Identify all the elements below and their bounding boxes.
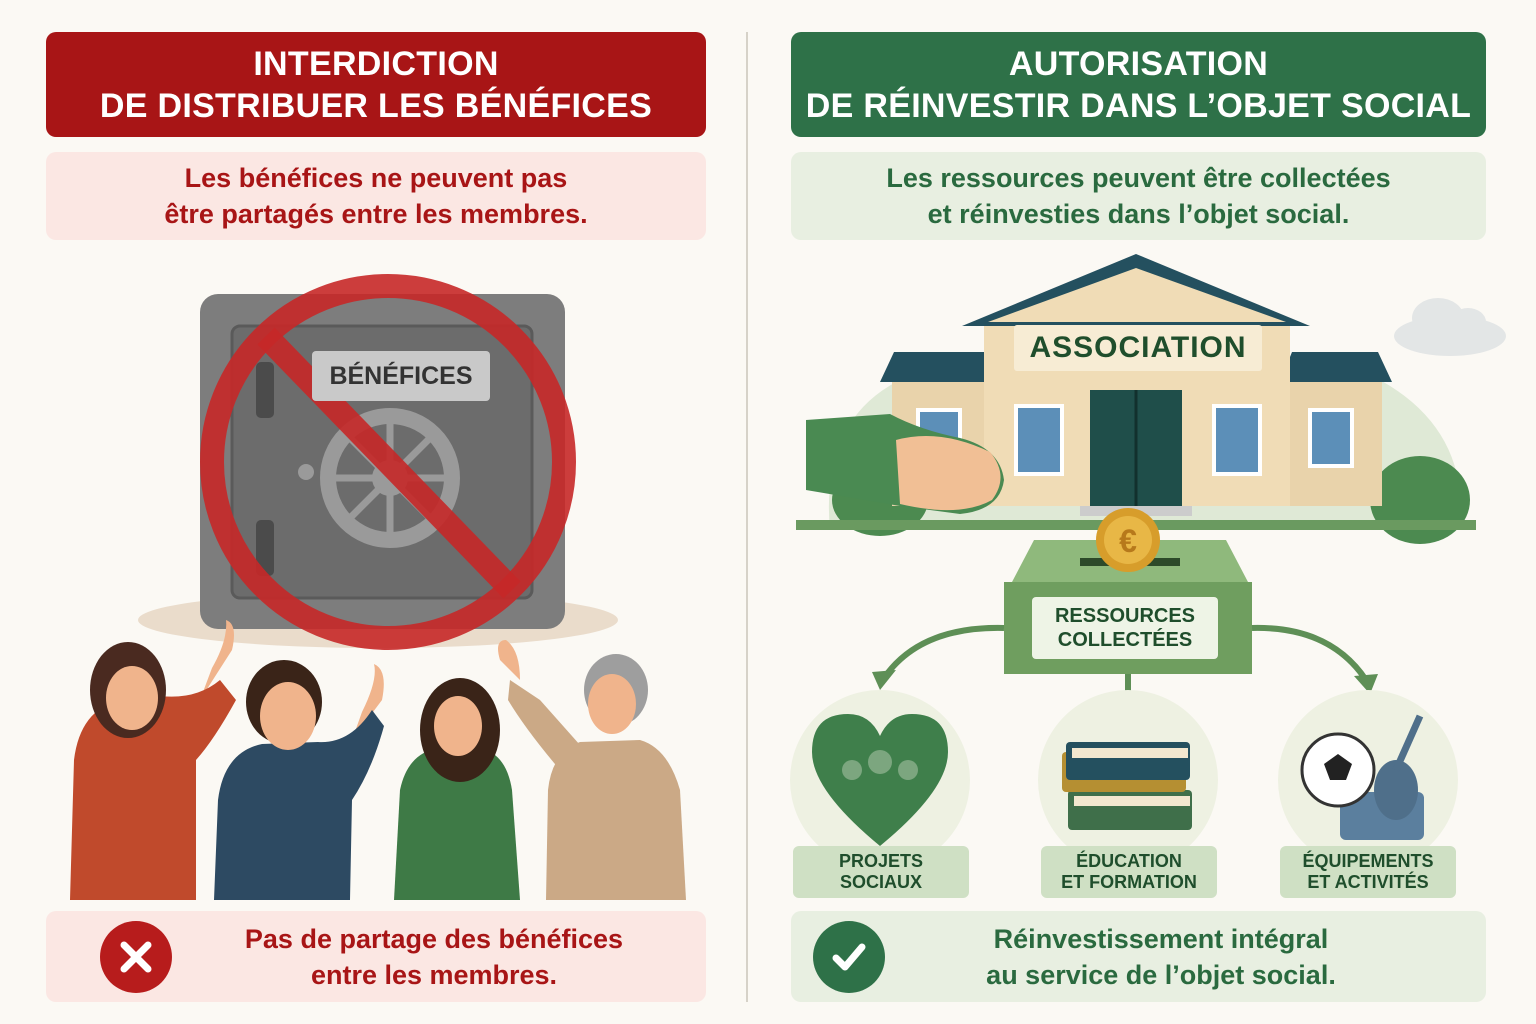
category-circle-social: [790, 690, 970, 870]
safe-hinge-top: [256, 362, 274, 418]
category-equipment-activities: ÉQUIPEMENTS ET ACTIVITÉS: [1280, 846, 1456, 898]
prohibition-footer-line2: entre les membres.: [310, 959, 558, 990]
safe-label: BÉNÉFICES: [312, 351, 490, 401]
resources-label-line2: COLLECTÉES: [1057, 629, 1193, 651]
prohibition-footer-text: Pas de partage des bénéfices entre les m…: [174, 911, 694, 1002]
category-equipment-line1: ÉQUIPEMENTS: [1302, 851, 1434, 871]
authorization-title-line1: AUTORISATION: [1008, 44, 1269, 83]
authorization-subtitle-line1: Les ressources peuvent être collectées: [886, 163, 1391, 193]
member-man-right: [498, 640, 686, 900]
member-woman-right: [394, 678, 520, 900]
safe-dial-icon: [320, 408, 460, 548]
prohibition-title-line1: INTERDICTION: [253, 44, 499, 83]
resources-label-line1: RESSOURCES: [1054, 605, 1196, 627]
check-icon: [813, 921, 885, 993]
authorization-title-line2: DE RÉINVESTIR DANS L’OBJET SOCIAL: [805, 86, 1472, 125]
category-education-line2: ET FORMATION: [1061, 872, 1197, 892]
safe-hinge-bottom: [256, 520, 274, 576]
prohibition-title-line2: DE DISTRIBUER LES BÉNÉFICES: [99, 86, 653, 125]
association-sign: ASSOCIATION: [1014, 325, 1262, 371]
safe-illustration: [70, 274, 686, 900]
prohibition-subtitle-line1: Les bénéfices ne peuvent pas: [184, 163, 568, 193]
panel-divider: [746, 32, 748, 1002]
authorization-footer-line2: au service de l’objet social.: [986, 959, 1336, 990]
prohibition-footer: Pas de partage des bénéfices entre les m…: [46, 911, 706, 1002]
category-circle-education: [1038, 690, 1218, 870]
category-equipment-line2: ET ACTIVITÉS: [1307, 872, 1429, 892]
category-social-line2: SOCIAUX: [839, 872, 922, 892]
prohibition-panel: INTERDICTION DE DISTRIBUER LES BÉNÉFICES…: [46, 32, 706, 1002]
category-education-training: ÉDUCATION ET FORMATION: [1041, 846, 1217, 898]
resources-label: RESSOURCES COLLECTÉES: [1032, 597, 1218, 659]
prohibition-sign-icon: [200, 274, 576, 650]
authorization-footer: Réinvestissement intégral au service de …: [791, 911, 1486, 1002]
cross-icon: [100, 921, 172, 993]
category-social-line1: PROJETS: [838, 851, 924, 871]
prohibition-subtitle-line2: être partagés entre les membres.: [164, 199, 588, 229]
authorization-panel: AUTORISATION DE RÉINVESTIR DANS L’OBJET …: [768, 0, 1536, 1024]
prohibition-footer-line1: Pas de partage des bénéfices: [244, 923, 624, 954]
prohibition-title: INTERDICTION DE DISTRIBUER LES BÉNÉFICES: [46, 32, 706, 137]
category-social-projects: PROJETS SOCIAUX: [793, 846, 969, 898]
category-circle-equipment: [1278, 690, 1458, 870]
member-man-center: [214, 660, 384, 900]
authorization-subtitle-line2: et réinvesties dans l’objet social.: [927, 199, 1350, 229]
authorization-footer-line1: Réinvestissement intégral: [993, 923, 1329, 954]
category-education-line1: ÉDUCATION: [1076, 851, 1182, 871]
safe-keyhole: [298, 464, 314, 480]
authorization-subtitle: Les ressources peuvent être collectées e…: [791, 152, 1486, 240]
authorization-footer-text: Réinvestissement intégral au service de …: [901, 911, 1421, 1002]
prohibition-subtitle: Les bénéfices ne peuvent pas être partag…: [46, 152, 706, 240]
member-woman-left: [70, 620, 236, 900]
authorization-title: AUTORISATION DE RÉINVESTIR DANS L’OBJET …: [791, 32, 1486, 137]
